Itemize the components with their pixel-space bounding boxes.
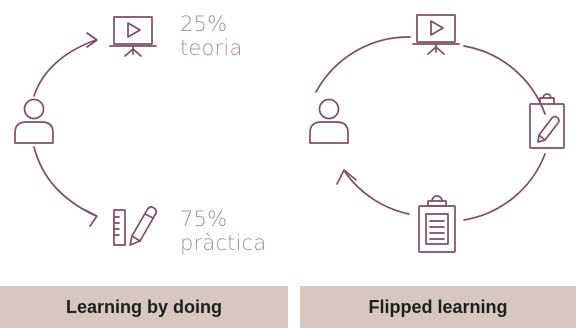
presentation-board-icon (412, 14, 460, 55)
arrow-to-theory (33, 39, 97, 97)
theory-stat: 25% teoria (180, 12, 243, 60)
clipboard-pencil-icon (529, 93, 565, 149)
student-icon (309, 98, 349, 144)
learning-by-doing-label: Learning by doing (0, 286, 288, 328)
arrow-to-practice-head (84, 209, 98, 227)
ruler-pencil-icon (113, 206, 158, 246)
flipped-learning-label: Flipped learning (300, 286, 576, 328)
presentation-board-icon (109, 16, 157, 57)
arrow-to-theory-head (86, 32, 98, 48)
learning-by-doing-text: Learning by doing (66, 296, 222, 317)
theory-percent: 25% (180, 12, 228, 36)
left-diagram (14, 16, 158, 246)
cycle-arrow-head (336, 169, 357, 185)
theory-label: teoria (180, 36, 243, 60)
cycle-arc-bottom-left (344, 171, 410, 215)
practice-stat: 75% pràctica (180, 207, 266, 255)
cycle-arc-left-top (315, 36, 411, 93)
practice-percent: 75% (180, 207, 228, 231)
cycle-arc-right-bottom (463, 153, 546, 221)
right-diagram (309, 14, 565, 253)
arrow-to-practice (33, 146, 97, 217)
flipped-learning-text: Flipped learning (368, 296, 508, 317)
clipboard-document-icon (418, 195, 456, 253)
practice-label: pràctica (180, 231, 267, 255)
student-icon (14, 98, 54, 144)
